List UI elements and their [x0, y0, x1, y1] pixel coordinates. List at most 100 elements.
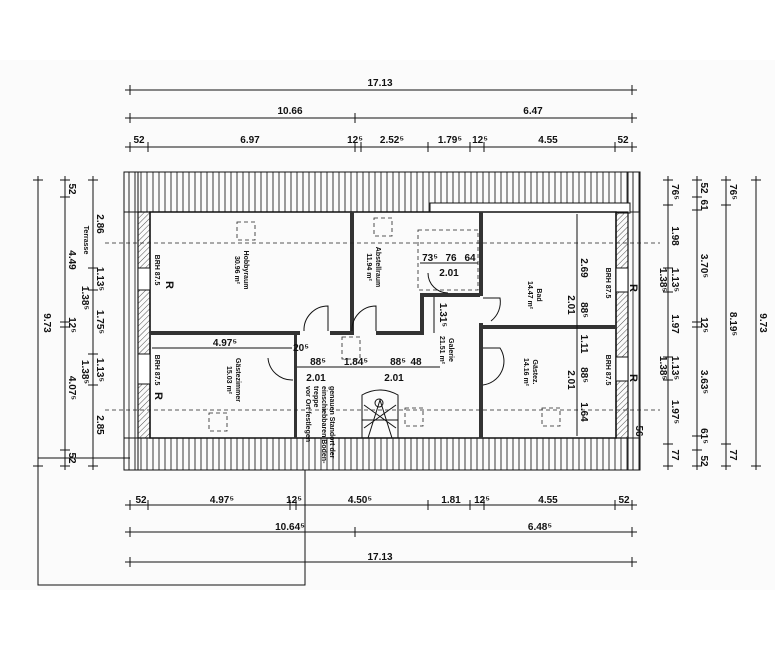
svg-text:1.31⁵: 1.31⁵ — [437, 303, 448, 327]
svg-text:52: 52 — [135, 495, 147, 506]
radiator-label: R — [163, 281, 175, 289]
room-abstellraum: Abstellraum 11.94 m² — [365, 247, 381, 287]
svg-text:10.66: 10.66 — [277, 106, 302, 117]
svg-text:61: 61 — [698, 199, 709, 211]
svg-text:1.38⁵: 1.38⁵ — [79, 286, 90, 310]
svg-text:1.75⁵: 1.75⁵ — [94, 310, 105, 334]
svg-text:6.47: 6.47 — [523, 106, 543, 117]
bottom-dimensions: 52 4.97⁵ 12⁵ 4.50⁵ 1.81 12⁵ 4.55 52 10.6… — [125, 495, 637, 567]
svg-text:48: 48 — [410, 357, 422, 368]
radiator-label: R — [627, 374, 639, 382]
svg-text:2.01: 2.01 — [439, 268, 459, 279]
svg-text:1.98: 1.98 — [669, 226, 680, 246]
room-name: Gästezimmer — [234, 358, 241, 402]
svg-text:2.86: 2.86 — [94, 214, 105, 234]
interior-dimensions: 73⁵ 76 64 2.01 1.31⁵ 4.97⁵ 20⁵ 88⁵ 1.84⁵… — [152, 214, 589, 436]
svg-text:treppe: treppe — [312, 386, 319, 408]
doors — [267, 272, 505, 386]
room-gaestez: Gästez. 14.16 m² — [522, 358, 538, 387]
svg-text:1.13⁵: 1.13⁵ — [94, 267, 105, 291]
svg-text:88⁵: 88⁵ — [390, 357, 406, 368]
svg-text:1.13⁵: 1.13⁵ — [94, 358, 105, 382]
window-left-1 — [137, 267, 151, 291]
svg-text:76⁵: 76⁵ — [727, 184, 738, 200]
svg-text:2.52⁵: 2.52⁵ — [380, 135, 404, 146]
svg-text:12⁵: 12⁵ — [472, 135, 488, 146]
room-name: Abstellraum — [374, 247, 381, 287]
svg-text:2.85: 2.85 — [94, 415, 105, 435]
right-dimensions: 76⁵ 1.98 1.13⁵ 1.97 1.13⁵ 1.97⁵ 77 1.38⁵… — [633, 176, 768, 470]
svg-text:4.97⁵: 4.97⁵ — [210, 495, 234, 506]
svg-text:88⁵: 88⁵ — [578, 302, 589, 318]
svg-text:1.81: 1.81 — [441, 495, 461, 506]
svg-text:77: 77 — [669, 449, 680, 461]
room-name: Hobbyraum — [242, 251, 249, 290]
svg-text:12⁵: 12⁵ — [698, 317, 709, 333]
svg-text:1.13⁵: 1.13⁵ — [669, 356, 680, 380]
svg-text:1.79⁵: 1.79⁵ — [438, 135, 462, 146]
svg-text:4.55: 4.55 — [538, 135, 558, 146]
svg-text:1.97: 1.97 — [669, 314, 680, 334]
wall-left — [137, 211, 151, 439]
svg-text:2.01: 2.01 — [306, 373, 326, 384]
interior-walls — [150, 212, 616, 438]
svg-text:2.01: 2.01 — [565, 295, 576, 315]
svg-text:1.38⁵: 1.38⁵ — [657, 268, 668, 292]
wall-right — [615, 211, 629, 439]
svg-text:3.63⁵: 3.63⁵ — [698, 370, 709, 394]
svg-text:1.11: 1.11 — [578, 335, 589, 354]
svg-text:76⁵: 76⁵ — [669, 184, 680, 200]
svg-text:1.38⁵: 1.38⁵ — [657, 356, 668, 380]
svg-text:12⁵: 12⁵ — [347, 135, 363, 146]
slope-lines — [105, 217, 660, 432]
svg-text:52: 52 — [66, 452, 77, 464]
svg-text:1.64: 1.64 — [578, 402, 589, 422]
svg-text:4.55: 4.55 — [538, 495, 558, 506]
svg-text:12⁵: 12⁵ — [474, 495, 490, 506]
svg-text:77: 77 — [727, 449, 738, 461]
svg-text:10.64⁵: 10.64⁵ — [275, 522, 305, 533]
brh-label: BRH 87.5 — [604, 355, 611, 386]
svg-text:52: 52 — [618, 495, 630, 506]
bodentreppe-note: genauen Standort der einschiebbaren Bode… — [304, 386, 335, 464]
room-name: Galerie — [447, 338, 454, 362]
brh-label: BRH 87.5 — [604, 268, 611, 299]
radiator-label: R — [152, 392, 164, 400]
svg-text:76: 76 — [445, 253, 457, 264]
brh-label: BRH 87.5 — [153, 355, 160, 386]
svg-text:52: 52 — [66, 183, 77, 195]
svg-text:6.48⁵: 6.48⁵ — [528, 522, 552, 533]
svg-text:56: 56 — [633, 425, 644, 437]
svg-text:2.01: 2.01 — [384, 373, 404, 384]
svg-text:1.38⁵: 1.38⁵ — [79, 360, 90, 384]
svg-text:vor Ort festlegen: vor Ort festlegen — [304, 386, 311, 442]
terrasse-label: Terrasse — [82, 226, 89, 255]
svg-text:3.70⁵: 3.70⁵ — [698, 254, 709, 278]
svg-text:2.01: 2.01 — [565, 370, 576, 390]
svg-text:12⁵: 12⁵ — [66, 317, 77, 333]
svg-text:52: 52 — [617, 135, 629, 146]
svg-text:52: 52 — [698, 455, 709, 467]
room-gaestezimmer: Gästezimmer 15.03 m² — [225, 358, 241, 402]
svg-text:9.73: 9.73 — [41, 313, 52, 333]
svg-text:73⁵: 73⁵ — [422, 253, 438, 264]
room-area: 14.16 m² — [522, 358, 529, 387]
svg-text:8.19⁵: 8.19⁵ — [727, 312, 738, 336]
svg-text:6.97: 6.97 — [240, 135, 260, 146]
staircase — [361, 389, 399, 439]
svg-text:61⁵: 61⁵ — [698, 428, 709, 444]
window-right-2 — [615, 356, 629, 382]
svg-text:9.73: 9.73 — [757, 313, 768, 333]
top-dimensions: 17.13 10.66 6.47 52 6.97 12⁵ 2.52⁵ 1.79⁵… — [125, 78, 637, 152]
svg-text:17.13: 17.13 — [367, 552, 392, 563]
svg-text:1.97⁵: 1.97⁵ — [669, 400, 680, 424]
svg-text:4.50⁵: 4.50⁵ — [348, 495, 372, 506]
room-galerie: Galerie 21.51 m² — [438, 336, 454, 365]
svg-text:88⁵: 88⁵ — [578, 367, 589, 383]
window-right-1 — [615, 267, 629, 293]
room-area: 14.47 m² — [526, 281, 533, 310]
svg-text:52: 52 — [133, 135, 145, 146]
svg-text:genauen Standort der: genauen Standort der — [328, 386, 335, 459]
